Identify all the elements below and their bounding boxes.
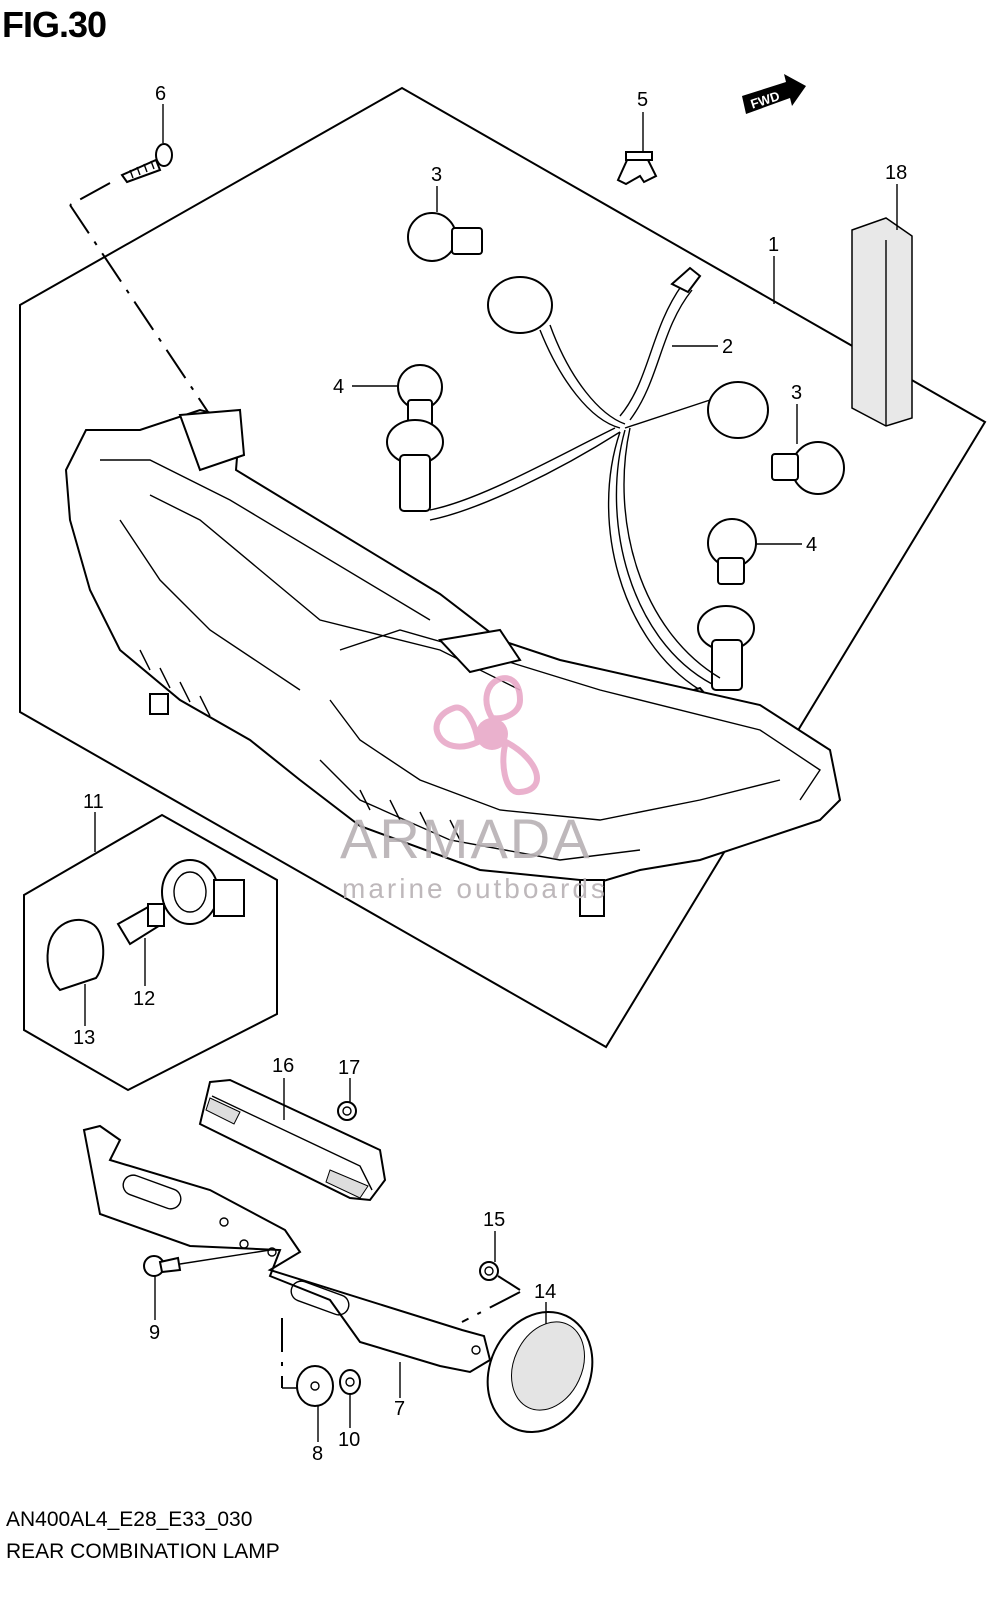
callout-4-upper: 4: [333, 376, 344, 398]
screw-part-9: [143, 1255, 182, 1277]
watermark-logo-icon: [433, 675, 540, 795]
svg-text:FWD: FWD: [749, 88, 782, 111]
callout-4-lower: 4: [806, 534, 817, 556]
bulb-part-4-lower: [707, 518, 757, 585]
callout-16: 16: [272, 1055, 294, 1077]
leader-dash-15: [497, 1275, 521, 1291]
callout-5: 5: [637, 89, 648, 111]
figure-model-code: AN400AL4_E28_E33_030: [6, 1508, 253, 1531]
socket-part-11: [161, 859, 245, 925]
nut-part-17: [337, 1101, 357, 1121]
callout-11: 11: [83, 791, 104, 813]
leader-dash-6: [69, 182, 111, 206]
callout-6: 6: [155, 83, 166, 105]
callout-18: 18: [885, 162, 907, 184]
bulb-part-12: [116, 903, 165, 946]
callout-15: 15: [483, 1209, 505, 1231]
figure-name: REAR COMBINATION LAMP: [6, 1540, 280, 1563]
nut-part-15: [479, 1261, 499, 1281]
bulb-part-3-upper: [407, 212, 483, 262]
leader-dash-6b: [69, 204, 213, 419]
bracket-part-7: [82, 1124, 492, 1374]
leader-9-line: [179, 1249, 271, 1265]
nut-part-10: [339, 1369, 361, 1395]
callout-17: 17: [338, 1057, 360, 1079]
bulb-part-4-upper: [397, 364, 443, 427]
socket-group-frame: [23, 813, 278, 1092]
figure-title: FIG.30: [2, 4, 107, 45]
callout-numbers: 6 5 3 18 1 2 4 3 4 11 12 13 16 17 15 14 …: [73, 83, 907, 1465]
callout-3-right: 3: [791, 382, 802, 404]
washer-part-8: [296, 1365, 334, 1407]
screw-part-6: [120, 143, 173, 184]
bulb-part-3-right: [771, 441, 845, 495]
leader-lines: [84, 104, 898, 1442]
callout-14: 14: [534, 1281, 556, 1303]
lamp-housing-part-1: [64, 408, 842, 917]
socket-harness-part-2: [386, 266, 769, 718]
callout-9: 9: [149, 1322, 160, 1344]
callout-8: 8: [312, 1443, 323, 1465]
callout-3-upper: 3: [431, 164, 442, 186]
callout-2: 2: [722, 336, 733, 358]
callout-13: 13: [73, 1027, 95, 1049]
fwd-arrow-badge: FWD: [742, 74, 806, 114]
label-part-18: [851, 217, 913, 427]
watermark-brand: ARMADA: [340, 807, 592, 870]
lens-part-13: [46, 919, 105, 992]
watermark-tagline: marine outboards: [342, 873, 608, 904]
callout-12: 12: [133, 988, 155, 1010]
reflector-part-16: [198, 1078, 387, 1202]
round-reflector-part-14: [486, 1310, 594, 1434]
clip-part-5: [616, 151, 658, 186]
watermark: ARMADA marine outboards: [340, 675, 608, 904]
callout-7: 7: [394, 1398, 405, 1420]
leader-dash-15b: [461, 1291, 521, 1323]
callout-1: 1: [768, 234, 779, 256]
callout-10: 10: [338, 1429, 360, 1451]
